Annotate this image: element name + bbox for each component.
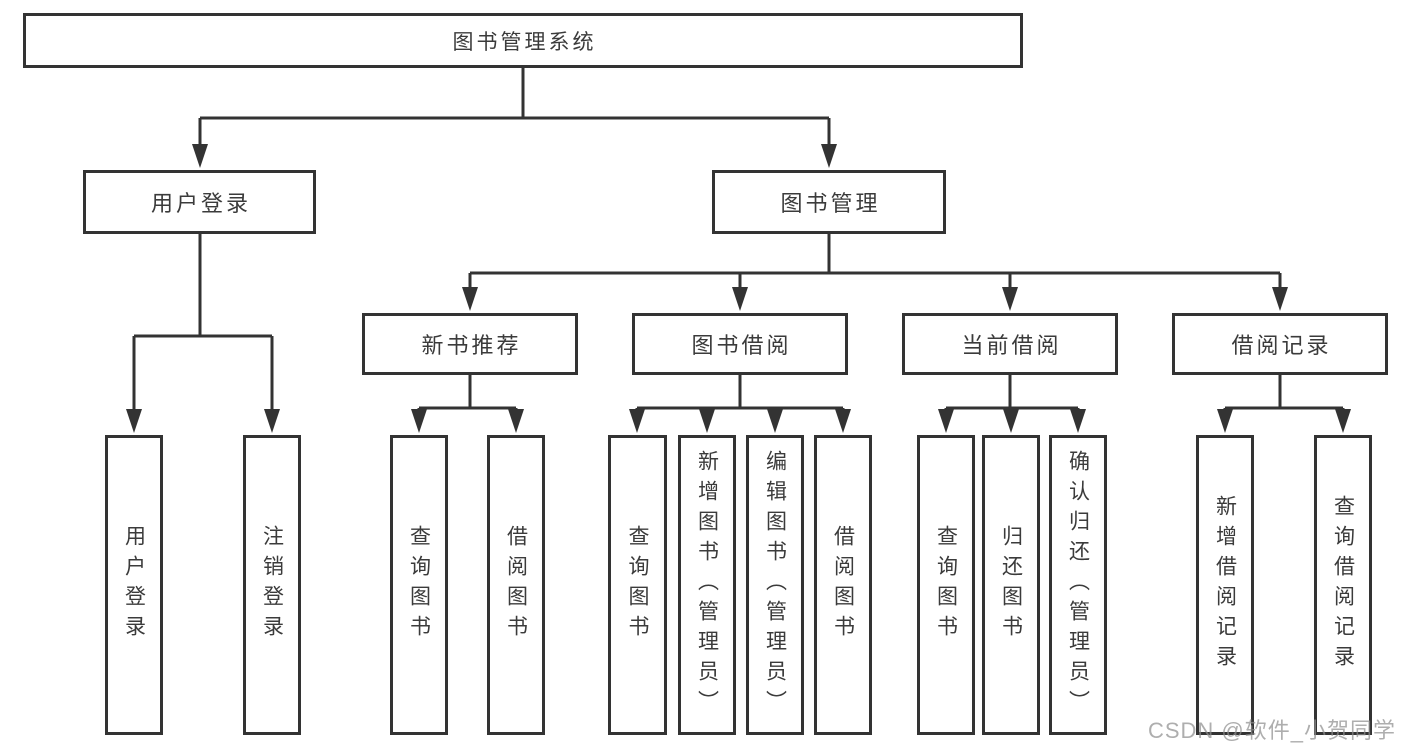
leaf-query-books-borrowing: 查询图书 [608,435,667,735]
leaf-query-borrow-record: 查询借阅记录 [1314,435,1372,735]
node-label: 借阅图书 [504,525,528,645]
node-label: 图书管理系统 [452,30,597,54]
node-label: 归还图书 [999,525,1023,645]
node-label: 查询图书 [626,525,649,645]
leaf-add-books-admin: 新增图书（管理员） [678,435,736,735]
node-label: 新增借阅记录 [1213,495,1237,675]
node-label: 编辑图书（管理员） [763,450,787,720]
node-label: 图书借阅 [691,333,792,358]
leaf-borrow-books-recommend: 借阅图书 [487,435,545,735]
node-label: 查询图书 [407,525,431,645]
connector-newbooks-to-leaves [411,375,524,433]
node-label: 当前借阅 [961,333,1062,358]
csdn-watermark: CSDN @软件_小贺同学 [1147,718,1396,743]
connector-bookmgmt-to-level3 [462,234,1288,311]
node-borrow-records: 借阅记录 [1172,313,1388,375]
connector-root-to-level2 [192,68,837,168]
node-current-borrowing: 当前借阅 [902,313,1118,375]
node-label: 新书推荐 [421,333,522,358]
node-label: 新增图书（管理员） [695,450,719,720]
node-label: 图书管理 [780,191,881,216]
leaf-query-books-recommend: 查询图书 [390,435,448,735]
node-root-system: 图书管理系统 [23,13,1023,68]
connector-userlogin-to-leaves [126,234,280,433]
leaf-add-borrow-record: 新增借阅记录 [1196,435,1254,735]
node-user-login: 用户登录 [83,170,316,234]
leaf-borrow-books: 借阅图书 [814,435,872,735]
leaf-confirm-return-admin: 确认归还（管理员） [1049,435,1107,735]
connector-records-to-leaves [1217,375,1351,433]
node-new-book-recommend: 新书推荐 [362,313,578,375]
node-book-borrowing: 图书借阅 [632,313,848,375]
node-label: 用户登录 [150,191,251,216]
leaf-logout: 注销登录 [243,435,301,735]
node-label: 借阅图书 [831,525,855,645]
leaf-query-books-current: 查询图书 [917,435,975,735]
node-label: 用户登录 [122,525,146,645]
node-book-management: 图书管理 [712,170,946,234]
node-label: 查询图书 [934,525,958,645]
connector-current-to-leaves [938,375,1086,433]
connector-borrowing-to-leaves [629,375,851,433]
leaf-return-books: 归还图书 [982,435,1040,735]
node-label: 借阅记录 [1231,333,1332,358]
leaf-user-login: 用户登录 [105,435,163,735]
node-label: 确认归还（管理员） [1066,450,1090,720]
node-label: 查询借阅记录 [1331,495,1355,675]
leaf-edit-books-admin: 编辑图书（管理员） [746,435,804,735]
node-label: 注销登录 [260,525,284,645]
